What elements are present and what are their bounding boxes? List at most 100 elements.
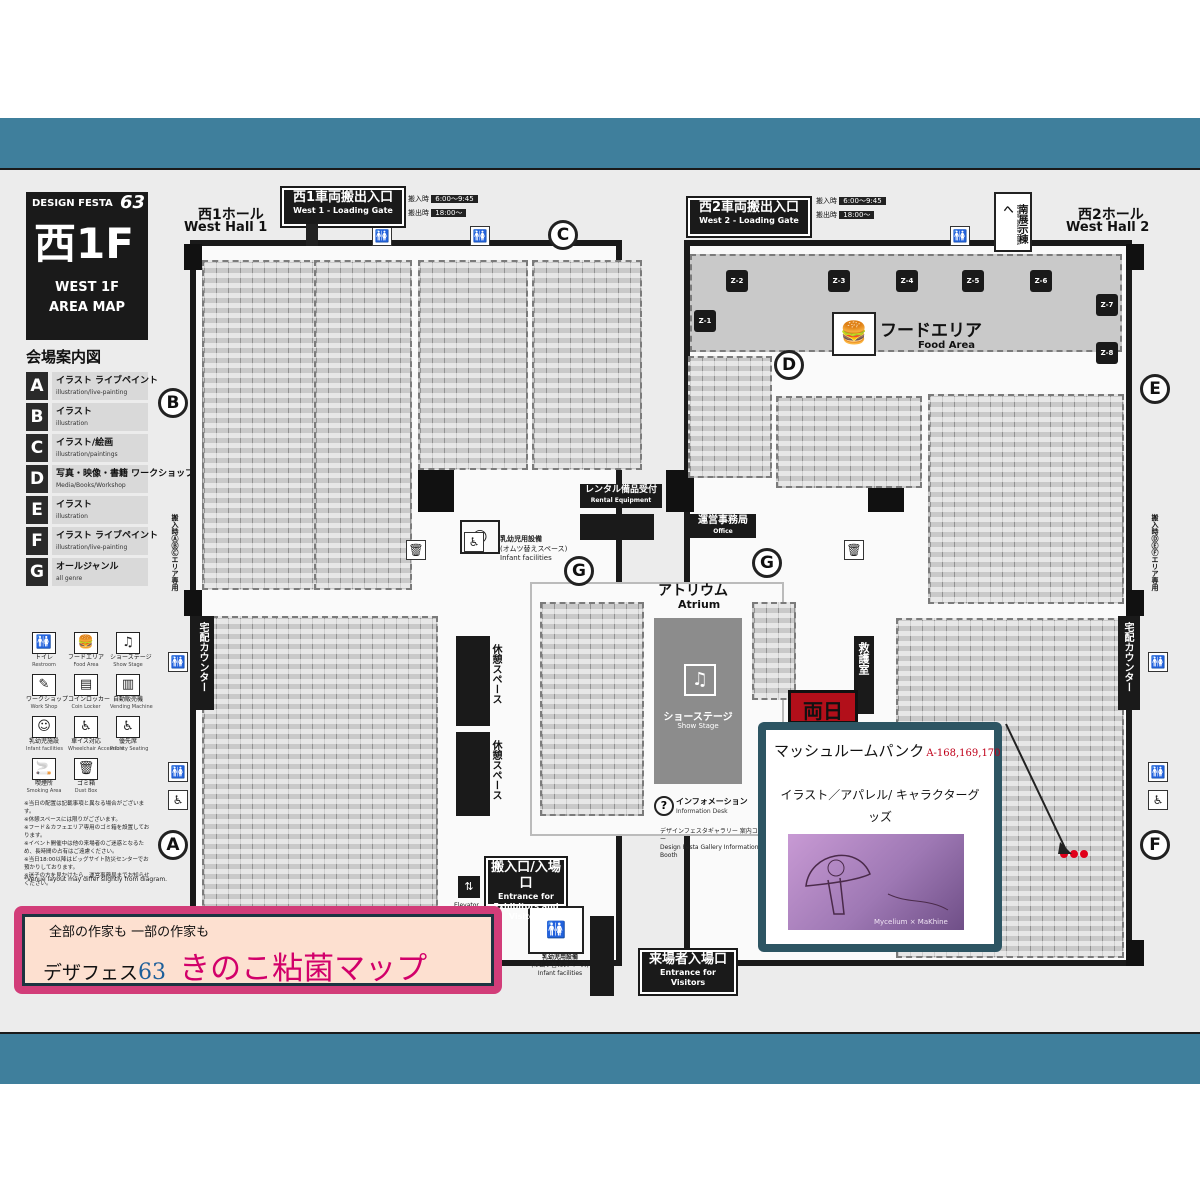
food-stall-z-6[interactable]: Z-6 bbox=[1030, 270, 1052, 292]
food-stall-z-3[interactable]: Z-3 bbox=[828, 270, 850, 292]
rest-space-label: 休憩スペース bbox=[490, 644, 501, 704]
food-area-icon: 🍔 bbox=[832, 312, 876, 356]
food-stall-z-2[interactable]: Z-2 bbox=[726, 270, 748, 292]
office-desk[interactable]: 運営事務局 Office bbox=[690, 514, 756, 538]
featured-booth-dot[interactable] bbox=[1070, 850, 1078, 858]
booth-block-a[interactable] bbox=[202, 616, 438, 946]
show-stage[interactable]: ♫ ショーステージ Show Stage bbox=[654, 618, 742, 784]
note-line: ※イベント開催中は他の来場者のご迷惑となるため、長時間の占有はご遠慮ください。 bbox=[24, 841, 144, 855]
delivery-counter-label: 宅配カウンター bbox=[197, 622, 208, 692]
delivery-counter-west2[interactable]: 宅配カウンター bbox=[1118, 616, 1140, 710]
featured-pointer-line bbox=[1005, 723, 1072, 854]
booth-block-d-left[interactable] bbox=[688, 356, 772, 478]
area-pin-f[interactable]: F bbox=[1140, 830, 1170, 860]
rest-space[interactable] bbox=[456, 732, 490, 816]
load-out-label: 搬出時 bbox=[816, 211, 837, 219]
booth-block-b-inner[interactable] bbox=[314, 260, 412, 590]
food-stall-z-7[interactable]: Z-7 bbox=[1096, 294, 1118, 316]
floor-map: DESIGN FESTA 63 西1F WEST 1F AREA MAP 会場案… bbox=[0, 170, 1200, 1032]
bottom-band-edge bbox=[0, 1032, 1200, 1034]
restroom-icon: 🚻 bbox=[168, 652, 188, 672]
legend-text-box: イラスト ライブペイント illustration/live-painting bbox=[52, 372, 158, 400]
booth-block-c-right[interactable] bbox=[532, 260, 642, 470]
booth-block-c-left[interactable] bbox=[418, 260, 528, 470]
restroom-icon: 🚻 bbox=[372, 226, 392, 246]
food-stall-z-4[interactable]: Z-4 bbox=[896, 270, 918, 292]
floor-subtitle-map: AREA MAP bbox=[48, 300, 126, 315]
rental-equipment-desk[interactable]: レンタル備品受付 Rental Equipment bbox=[580, 484, 662, 508]
food-stall-z-1[interactable]: Z-1 bbox=[694, 310, 716, 332]
load-out-time: 18:00〜 bbox=[839, 211, 875, 219]
entrance-visitors[interactable]: 来場者入場口 Entrance for Visitors bbox=[640, 950, 736, 994]
area-pin-g[interactable]: G bbox=[564, 556, 594, 586]
west-hall-2-title-en: West Hall 2 bbox=[1066, 220, 1150, 235]
booth-block-g-right[interactable] bbox=[752, 602, 796, 700]
first-aid-station[interactable]: 救護室 bbox=[854, 636, 874, 714]
featured-product-photo: Mycelium × MaKhine bbox=[788, 834, 964, 930]
booth-block-e[interactable] bbox=[928, 394, 1124, 604]
booth-block-g-left[interactable] bbox=[540, 602, 644, 816]
food-stall-z-5[interactable]: Z-5 bbox=[962, 270, 984, 292]
area-pin-e[interactable]: E bbox=[1140, 374, 1170, 404]
banner-subtitle: 全部の作家も 一部の作家も bbox=[49, 925, 210, 940]
entrance-exhibitors-label-en: Entrance for Exhibitors and Visitors bbox=[493, 892, 559, 921]
area-pin-c[interactable]: C bbox=[548, 220, 578, 250]
area-pin-b[interactable]: B bbox=[158, 388, 188, 418]
facility-label: コインロッカー bbox=[68, 696, 111, 703]
pillar bbox=[1126, 244, 1144, 270]
load-in-label: 搬入時 bbox=[816, 197, 837, 205]
banner-title-main: きのこ粘菌マップ bbox=[179, 951, 428, 987]
entrance-visitors-label: 来場者入場口 bbox=[648, 952, 727, 967]
west1-loading-gate[interactable]: 西1車両搬出入口 West 1 - Loading Gate bbox=[282, 188, 404, 226]
legend-key: B bbox=[26, 403, 48, 431]
rest-space[interactable] bbox=[456, 636, 490, 726]
facility-label-en: Food Area bbox=[73, 662, 99, 668]
dust-box-icon: 🗑 bbox=[74, 758, 98, 780]
west-hall-1-title-en: West Hall 1 bbox=[184, 220, 268, 235]
facility-label: ゴミ箱 bbox=[76, 780, 95, 787]
west1-gate-label-en: West 1 - Loading Gate bbox=[293, 206, 393, 215]
dust-box-icon: 🗑 bbox=[844, 540, 864, 560]
atrium-title-en: Atrium bbox=[678, 598, 721, 611]
bottom-color-band bbox=[0, 1032, 1200, 1084]
note-line: ※休憩スペースには限りがございます。 bbox=[24, 817, 121, 823]
area-pin-g[interactable]: G bbox=[752, 548, 782, 578]
facility-label-en: Infant facilities bbox=[26, 746, 63, 752]
area-pin-d[interactable]: D bbox=[774, 350, 804, 380]
legend-key: F bbox=[26, 527, 48, 555]
logo-panel: DESIGN FESTA 63 西1F WEST 1F AREA MAP bbox=[26, 192, 148, 340]
west2-loading-gate[interactable]: 西2車両搬出入口 West 2 - Loading Gate bbox=[688, 198, 810, 236]
facility-label-en: Dust Box bbox=[74, 788, 98, 794]
west1-gate-label: 西1車両搬出入口 bbox=[292, 190, 394, 205]
note-line: ※フード＆カフェエリア専用のゴミ箱を設置しております。 bbox=[24, 825, 150, 839]
information-label: インフォメーション bbox=[676, 797, 748, 806]
pillar bbox=[184, 590, 202, 616]
top-color-band bbox=[0, 118, 1200, 170]
legend-genre: イラスト ライブペイント bbox=[56, 376, 158, 386]
show-stage-icon: ♫ bbox=[684, 664, 716, 696]
elevator-icon: ⇅ bbox=[458, 876, 480, 898]
food-stall-z-8[interactable]: Z-8 bbox=[1096, 342, 1118, 364]
south-halls-arrow[interactable]: 南展示棟へ To the South Halls bbox=[994, 192, 1032, 252]
featured-booth-dot[interactable] bbox=[1080, 850, 1088, 858]
gallery-booth-jp: デザインフェスタギャラリー 案内コーナー bbox=[660, 828, 770, 843]
rental-label: レンタル備品受付 bbox=[584, 485, 657, 495]
entrance-pillar bbox=[590, 916, 614, 996]
booth-block-d-right[interactable] bbox=[776, 396, 922, 488]
area-pin-a[interactable]: A bbox=[158, 830, 188, 860]
entrance-exhibitors[interactable]: 搬入口/入場口 Entrance for Exhibitors and Visi… bbox=[486, 858, 566, 921]
legend-genre: イラスト/絵画 bbox=[56, 438, 114, 448]
legend-genre-en: illustration/live-painting bbox=[56, 389, 128, 396]
legend-genre: 写真・映像・書籍 ワークショップ bbox=[56, 469, 195, 479]
delivery-counter-west1[interactable]: 宅配カウンター bbox=[194, 616, 214, 710]
